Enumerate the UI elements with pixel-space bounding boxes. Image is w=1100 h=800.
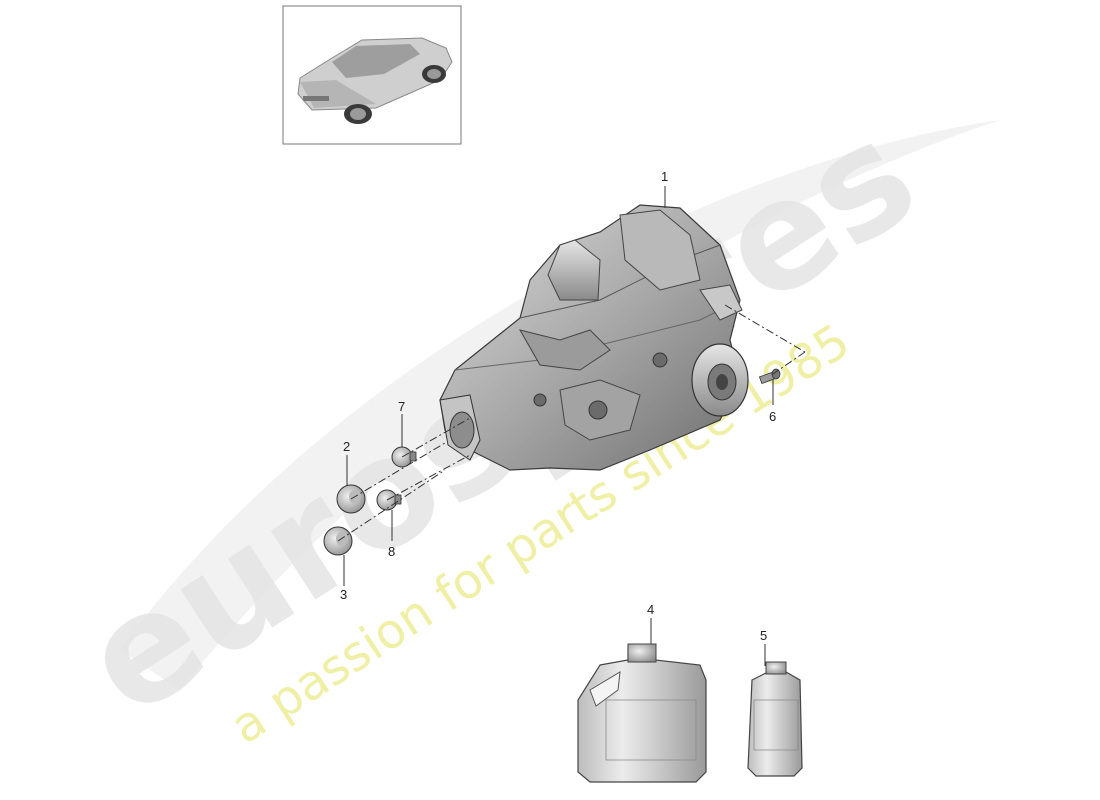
callout-8: 8 xyxy=(388,544,395,559)
callout-7: 7 xyxy=(398,399,405,414)
callout-1: 1 xyxy=(661,169,668,184)
callout-5: 5 xyxy=(760,628,767,643)
callout-6: 6 xyxy=(769,409,776,424)
callout-3: 3 xyxy=(340,587,347,602)
part-4-oil-canister xyxy=(577,643,707,783)
callout-4: 4 xyxy=(647,602,654,617)
callouts: 1 2 3 4 5 6 7 8 xyxy=(340,169,776,643)
assembly-guides xyxy=(337,304,806,542)
car-icon xyxy=(297,37,453,124)
leader-lines xyxy=(343,186,774,666)
vehicle-thumbnail xyxy=(282,5,462,145)
part-5-oil-bottle xyxy=(747,661,803,777)
callout-2: 2 xyxy=(343,439,350,454)
gearbox-assembly xyxy=(439,204,749,471)
